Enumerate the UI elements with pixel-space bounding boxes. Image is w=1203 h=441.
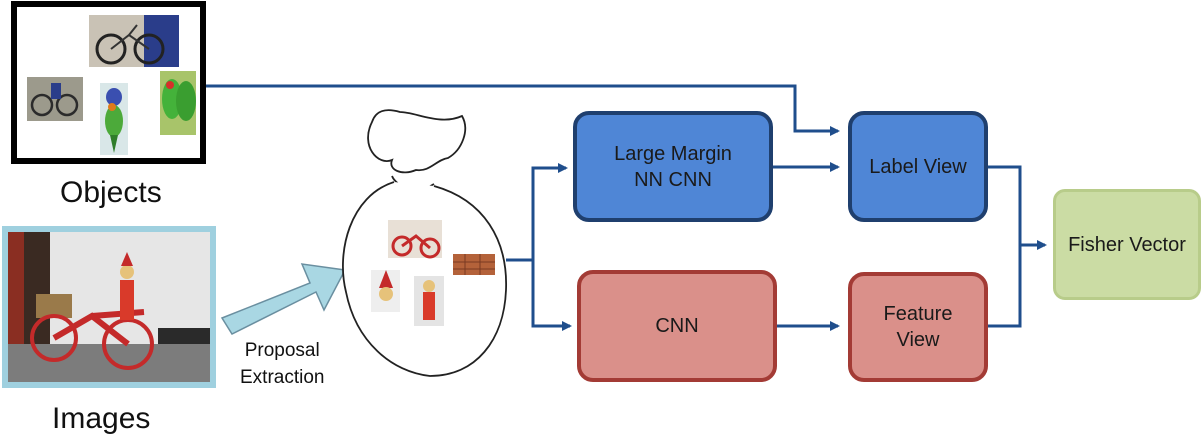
fisher-vector-box: Fisher Vector	[1053, 189, 1201, 300]
large-margin-nn-cnn-box: Large Margin NN CNN	[573, 111, 773, 222]
proposal-extraction-label: Proposal Extraction	[240, 340, 325, 388]
street-bicycle-photo	[8, 232, 210, 382]
images-panel	[2, 226, 216, 388]
parrot-thumbnail	[100, 83, 128, 155]
green-parrots-thumbnail	[160, 71, 196, 135]
objects-caption: Objects	[60, 176, 162, 209]
bicycle-thumbnail	[89, 15, 179, 67]
feature-view-box: Feature View	[848, 272, 988, 382]
cnn-box: CNN	[577, 270, 777, 382]
bike-rider-thumbnail	[27, 77, 83, 121]
objects-panel	[11, 1, 206, 164]
images-caption: Images	[52, 402, 151, 435]
label-view-box: Label View	[848, 111, 988, 222]
